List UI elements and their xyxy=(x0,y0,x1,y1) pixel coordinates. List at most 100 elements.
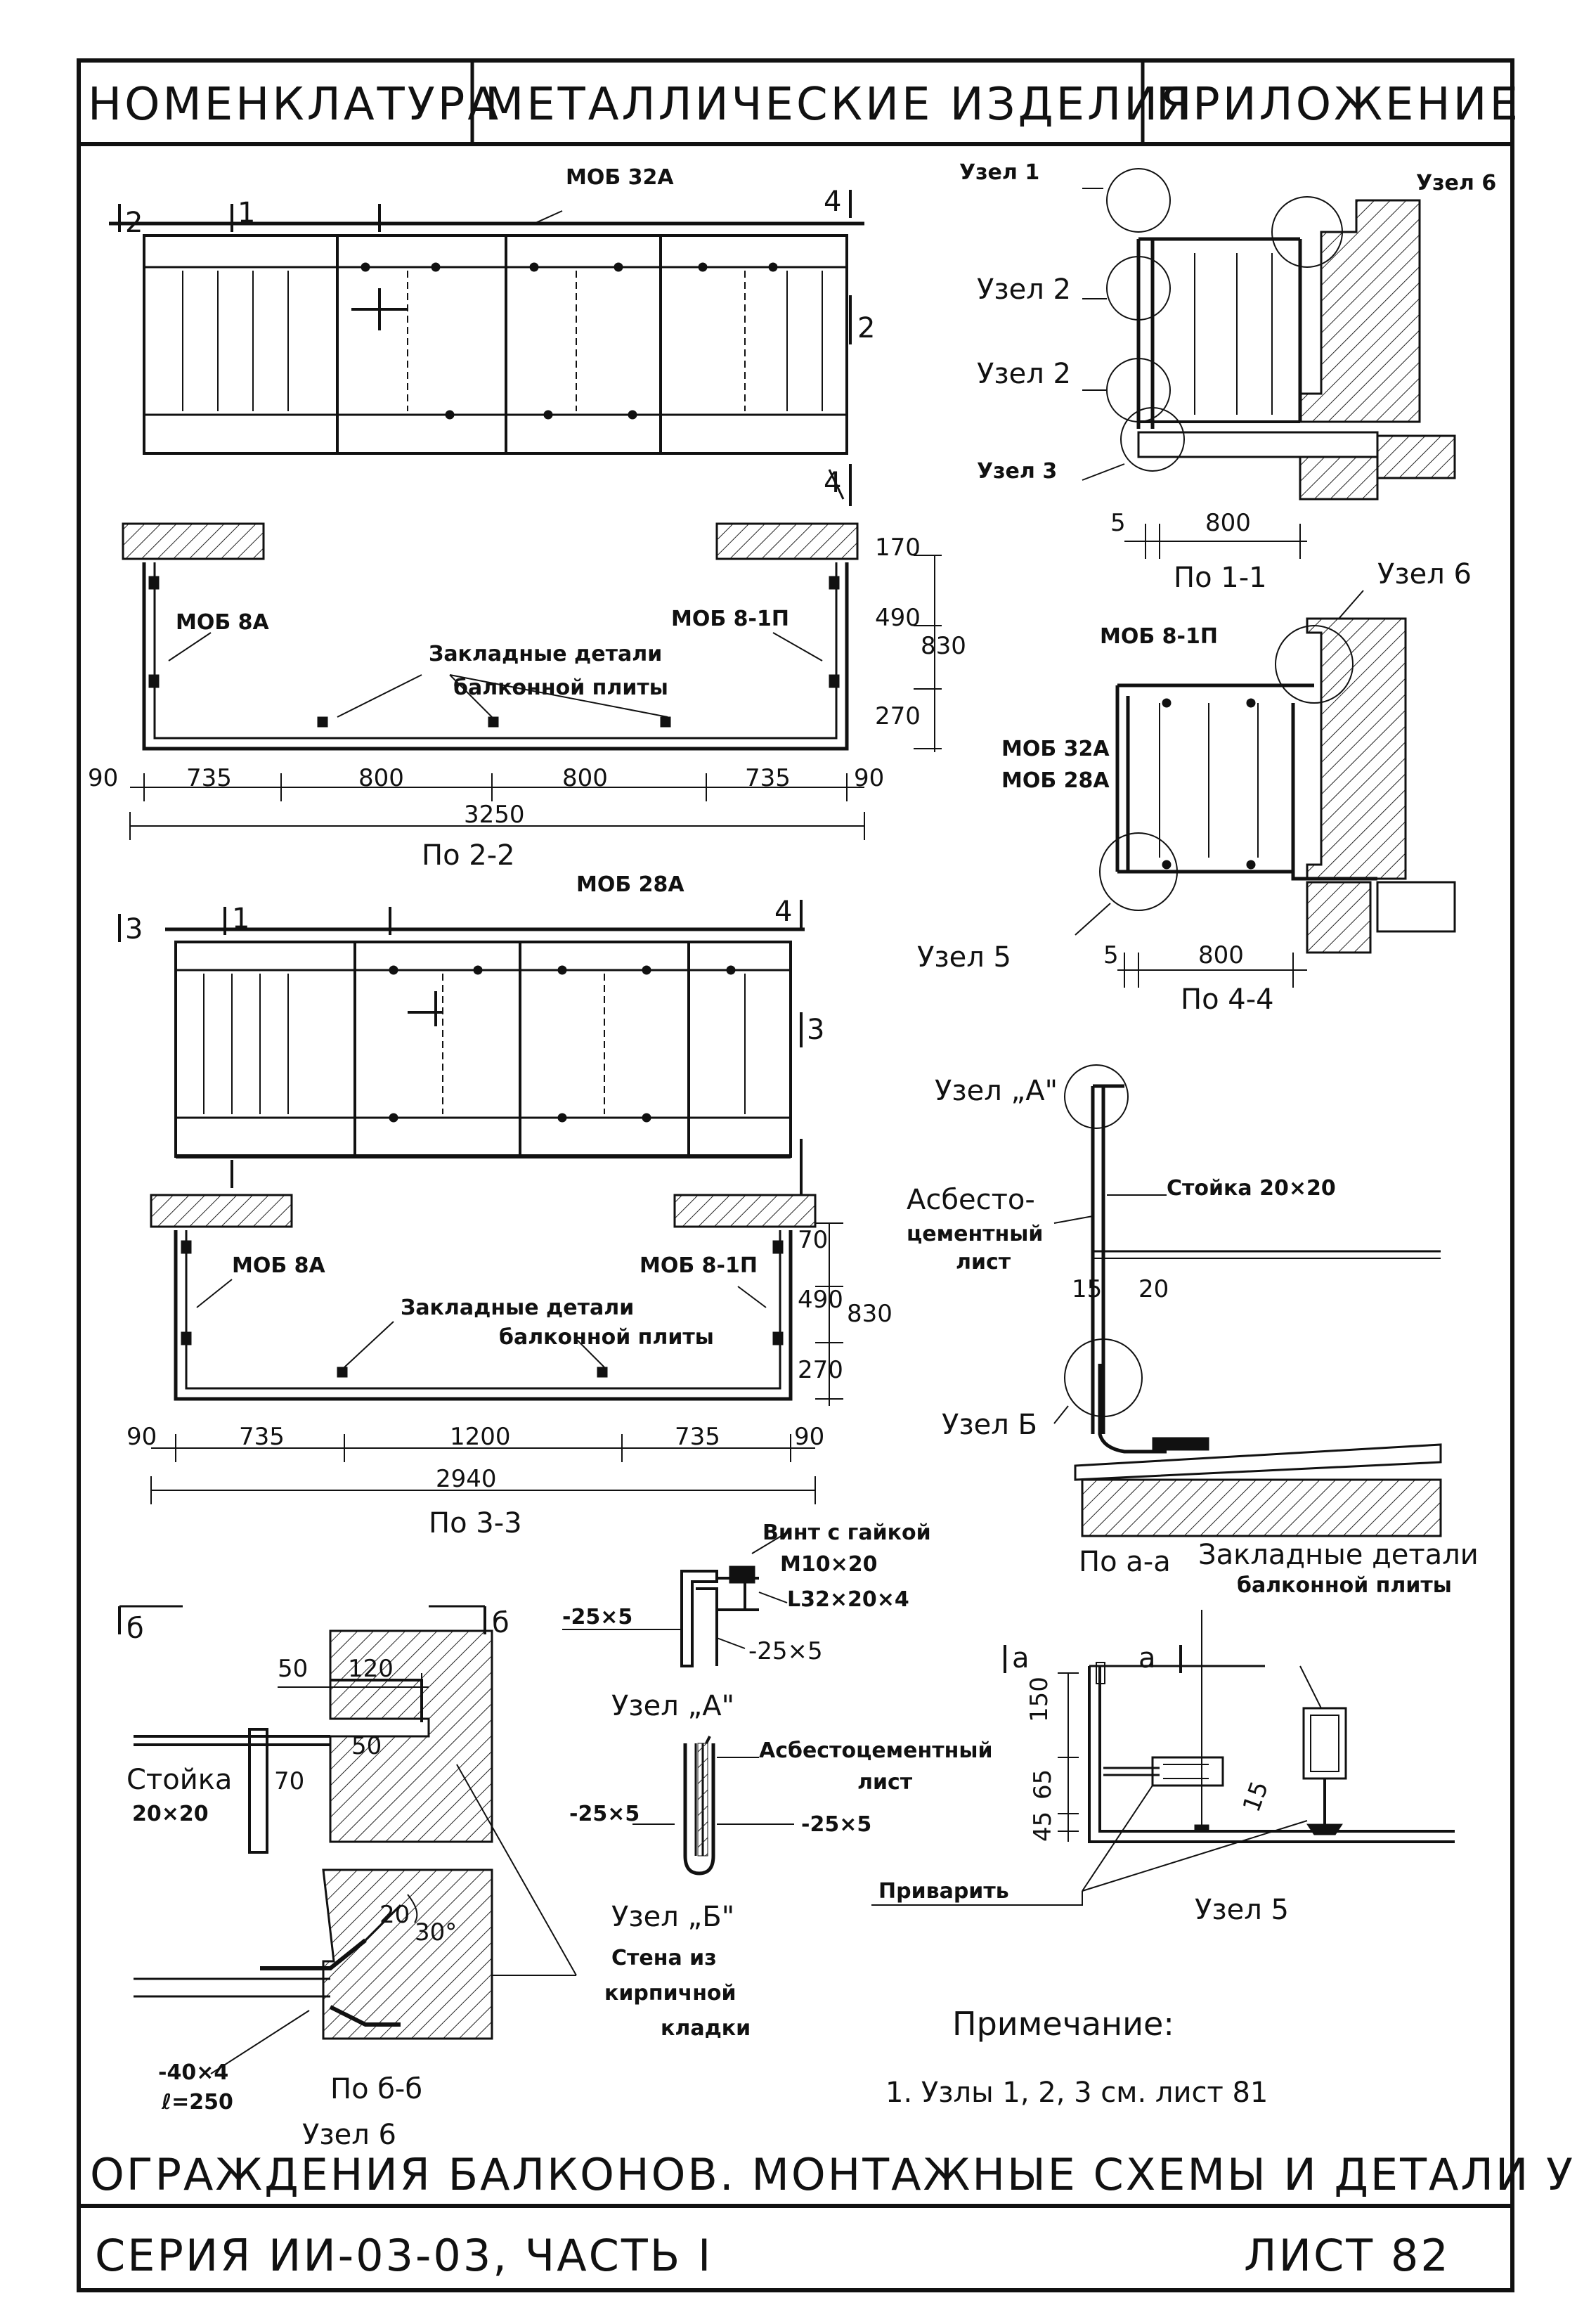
sec44-label-mob8-1p: МОБ 8-1П xyxy=(1100,624,1218,649)
sec44-dim-800: 800 xyxy=(1198,941,1244,969)
note-title: Примечание: xyxy=(952,2005,1174,2043)
secaa-sheet3: лист xyxy=(956,1250,1011,1274)
plan22-embedded-line2: балконной плиты xyxy=(453,676,668,700)
plan22-embedded-line1: Закладные детали xyxy=(429,642,662,666)
header-appendix: ПРИЛОЖЕНИЕ xyxy=(1156,79,1521,131)
plan33-left-label: МОБ 8А xyxy=(232,1253,326,1278)
secaa-sheet2: цементный xyxy=(907,1222,1043,1246)
nodeB-sheet1: Асбестоцементный xyxy=(759,1738,993,1763)
view1-mark-2-left: 2 xyxy=(125,207,143,239)
node6-caption1: По б-б xyxy=(330,2073,422,2105)
plan-3-3 xyxy=(150,1194,843,1504)
plan22-hdim-1: 90 xyxy=(88,764,118,792)
railing-elevation-3-3 xyxy=(118,900,805,1195)
sec44-label-mob32a: МОБ 32А xyxy=(1001,737,1110,761)
node6-wall2: кирпичной xyxy=(604,1981,736,2006)
node6-wall1: Стена из xyxy=(611,1946,717,1970)
plan22-right-label: МОБ 8-1П xyxy=(671,607,789,631)
secaa-sheet1: Асбесто- xyxy=(907,1184,1035,1216)
node-5-detail xyxy=(871,1610,1455,1906)
node6-mark-right: б xyxy=(492,1607,510,1639)
nodeB-caption: Узел „Б" xyxy=(611,1901,734,1933)
plan22-hdim-2: 735 xyxy=(186,764,232,792)
nodeA-strip-left: -25×5 xyxy=(562,1605,632,1629)
sec11-dim-800: 800 xyxy=(1205,509,1251,537)
node5-mark-left: а xyxy=(1012,1642,1030,1674)
view3-mark-1: 1 xyxy=(232,903,249,935)
view3-mark-3-right: 3 xyxy=(807,1014,824,1046)
plan22-total: 3250 xyxy=(464,801,525,829)
view3-mark-4: 4 xyxy=(774,896,792,928)
plan22-hdim-3: 800 xyxy=(358,764,404,792)
plan22-caption: По 2-2 xyxy=(422,839,515,872)
railing-elevation-2-2 xyxy=(109,190,864,506)
nodeA-strip-bottom: -25×5 xyxy=(748,1637,823,1665)
plan33-vdim-490: 490 xyxy=(798,1286,843,1314)
node5-embedded2: балконной плиты xyxy=(1237,1573,1452,1598)
node6-dim-70: 70 xyxy=(274,1767,304,1795)
node5-dim-15: 15 xyxy=(1238,1778,1274,1816)
plan33-hdim-1: 90 xyxy=(126,1423,157,1451)
view3-mark-3-left: 3 xyxy=(125,913,143,945)
title-frame xyxy=(77,58,1514,2292)
secaa-dim-20: 20 xyxy=(1138,1275,1169,1303)
node6-dim-30deg: 30° xyxy=(415,1918,457,1947)
view1-mark-4-bottom: 4 xyxy=(824,467,841,499)
view1-mark-4-top: 4 xyxy=(824,186,841,218)
section-a-a xyxy=(1053,1064,1442,1537)
plan33-total: 2940 xyxy=(436,1465,497,1493)
plan22-hdim-5: 735 xyxy=(745,764,791,792)
plan33-caption: По 3-3 xyxy=(429,1507,522,1539)
node-b-detail xyxy=(632,1736,794,1876)
section-4-4 xyxy=(1075,590,1456,988)
plan22-hdim-4: 800 xyxy=(562,764,608,792)
node6-dim-120: 120 xyxy=(348,1655,394,1683)
sec44-node6: Узел 6 xyxy=(1377,558,1472,590)
plan22-hdim-6: 90 xyxy=(854,764,884,792)
note-item: 1. Узлы 1, 2, 3 см. лист 81 xyxy=(885,2077,1268,2109)
node6-post1: Стойка xyxy=(126,1764,232,1796)
plan33-hdim-5: 90 xyxy=(794,1423,824,1451)
secaa-caption: По а-а xyxy=(1079,1546,1171,1578)
section-1-1 xyxy=(1082,168,1456,559)
view3-label-mob28a: МОБ 28А xyxy=(576,872,684,897)
node5-dim-150: 150 xyxy=(1025,1677,1053,1722)
sec11-node2b: Узел 2 xyxy=(977,358,1071,390)
sec11-dim-5: 5 xyxy=(1110,509,1126,537)
view1-mark-1: 1 xyxy=(238,197,255,229)
plan33-hdim-2: 735 xyxy=(239,1423,285,1451)
node6-post2: 20×20 xyxy=(132,1802,209,1826)
secaa-nodeB: Узел Б xyxy=(942,1409,1037,1441)
nodeB-strip-right: -25×5 xyxy=(801,1812,871,1837)
nodeB-sheet2: лист xyxy=(857,1770,913,1795)
plan33-hdim-4: 735 xyxy=(675,1423,720,1451)
plan33-hdim-3: 1200 xyxy=(450,1423,511,1451)
node6-strip2: ℓ=250 xyxy=(161,2090,233,2115)
secaa-nodeA: Узел „А" xyxy=(935,1075,1058,1107)
node5-mark-right: а xyxy=(1138,1642,1156,1674)
plan22-vdim-490: 490 xyxy=(875,604,921,632)
sec11-node2a: Узел 2 xyxy=(977,273,1071,306)
secaa-dim-15: 15 xyxy=(1072,1275,1102,1303)
sec11-node1: Узел 1 xyxy=(959,160,1039,185)
plan22-vdim-830: 830 xyxy=(921,632,966,660)
nodeA-screw2: М10×20 xyxy=(780,1552,878,1577)
sec44-dim-5: 5 xyxy=(1103,941,1119,969)
view1-mark-2-right: 2 xyxy=(857,312,875,344)
node6-strip1: -40×4 xyxy=(158,2060,228,2085)
plan33-embedded-line1: Закладные детали xyxy=(401,1296,634,1320)
header-metal-products: МЕТАЛЛИЧЕСКИЕ ИЗДЕЛИЯ xyxy=(485,79,1195,131)
node6-caption2: Узел 6 xyxy=(302,2119,396,2151)
nodeA-caption: Узел „А" xyxy=(611,1690,734,1722)
sec44-caption: По 4-4 xyxy=(1181,983,1274,1016)
node-a-detail xyxy=(562,1532,788,1667)
node6-dim-20: 20 xyxy=(379,1901,410,1929)
nodeA-angle: L32×20×4 xyxy=(787,1587,909,1612)
sec11-caption: По 1-1 xyxy=(1174,562,1267,594)
node-6-detail xyxy=(118,1605,577,2074)
node6-mark-left: б xyxy=(126,1613,144,1645)
plan33-right-label: МОБ 8-1П xyxy=(640,1253,758,1278)
node5-dim-65: 65 xyxy=(1029,1769,1057,1800)
sec11-node6: Узел 6 xyxy=(1416,171,1496,195)
